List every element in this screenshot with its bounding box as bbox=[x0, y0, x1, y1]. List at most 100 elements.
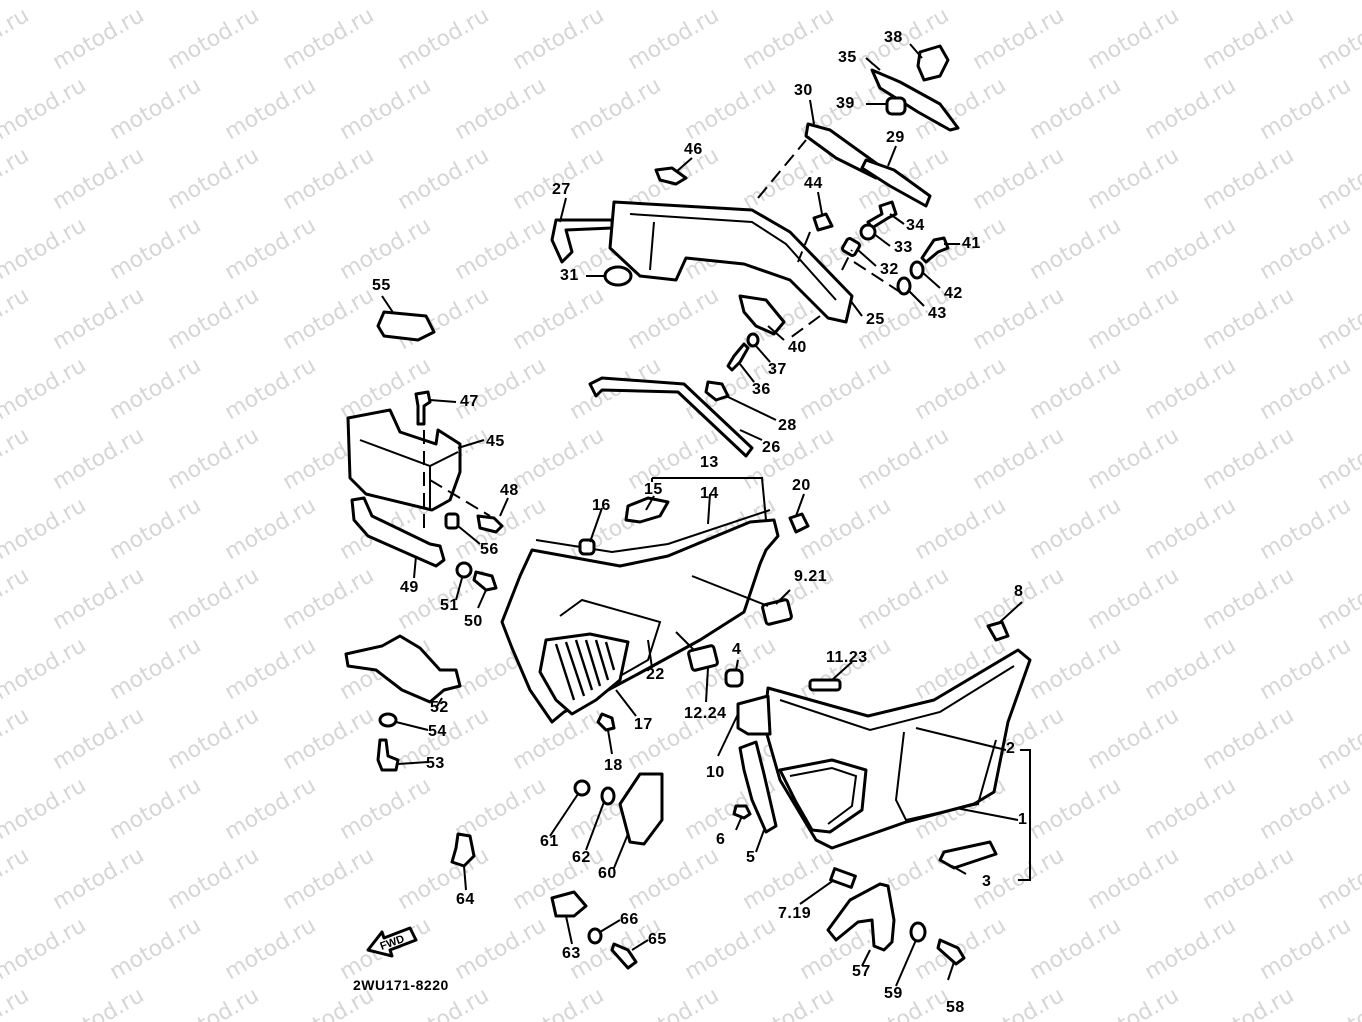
label-58: 58 bbox=[946, 999, 965, 1016]
part-55-bracket bbox=[376, 310, 436, 342]
label-29: 29 bbox=[886, 129, 905, 146]
part-27-stay bbox=[550, 218, 614, 264]
part-56-collar bbox=[444, 512, 460, 530]
label-46: 46 bbox=[684, 141, 703, 158]
label-5: 5 bbox=[746, 849, 756, 866]
part-4-grommet bbox=[724, 668, 744, 688]
part-59-washer bbox=[909, 921, 927, 943]
label-20: 20 bbox=[792, 477, 811, 494]
label-49: 49 bbox=[400, 579, 419, 596]
part-51-nut bbox=[455, 561, 473, 579]
label-30: 30 bbox=[794, 82, 813, 99]
label-56: 56 bbox=[480, 541, 499, 558]
part-31-grommet bbox=[603, 265, 633, 287]
label-15: 15 bbox=[644, 481, 663, 498]
part-61-bolt bbox=[573, 779, 591, 797]
label-42: 42 bbox=[944, 285, 963, 302]
part-20-grommet bbox=[788, 512, 810, 534]
label-13: 13 bbox=[700, 454, 719, 471]
label-60: 60 bbox=[598, 865, 617, 882]
part-66-washer bbox=[587, 927, 603, 945]
label-32: 32 bbox=[880, 261, 899, 278]
label-36: 36 bbox=[752, 381, 771, 398]
part-28-clamp bbox=[704, 380, 730, 402]
label-6: 6 bbox=[716, 831, 726, 848]
label-52: 52 bbox=[430, 699, 449, 716]
part-36-bolt bbox=[726, 342, 750, 372]
label-38: 38 bbox=[884, 29, 903, 46]
part-22-panel bbox=[559, 598, 662, 677]
part-8-grommet bbox=[986, 620, 1010, 642]
label-25: 25 bbox=[866, 311, 885, 328]
part-63-holder bbox=[550, 890, 588, 918]
diagram-code: 2WU171-8220 bbox=[353, 977, 449, 993]
part-62-washer bbox=[600, 786, 616, 806]
part-49-bracket bbox=[350, 496, 446, 568]
label-34: 34 bbox=[906, 217, 925, 234]
forward-direction-arrow: FWD bbox=[366, 924, 418, 965]
part-29-rubber-strip bbox=[860, 158, 932, 208]
label-4: 4 bbox=[732, 641, 742, 658]
part-39-collar bbox=[885, 96, 907, 116]
part-43-washer bbox=[896, 276, 912, 296]
label-2: 2 bbox=[1006, 740, 1016, 757]
label-10: 10 bbox=[706, 764, 725, 781]
label-66: 66 bbox=[620, 911, 639, 928]
arrow-icon: FWD bbox=[366, 926, 418, 958]
label-62: 62 bbox=[572, 849, 591, 866]
label-61: 61 bbox=[540, 833, 559, 850]
leader-lines bbox=[381, 43, 1031, 987]
part-38-damper bbox=[916, 44, 950, 82]
label-33: 33 bbox=[894, 239, 913, 256]
label-47: 47 bbox=[460, 393, 479, 410]
part-65-bolt bbox=[610, 942, 638, 970]
label-65: 65 bbox=[648, 931, 667, 948]
label-43: 43 bbox=[928, 305, 947, 322]
part-10-bracket bbox=[736, 694, 772, 736]
part-17-grille bbox=[538, 632, 630, 716]
label-9-21: 9.21 bbox=[794, 568, 828, 585]
label-22: 22 bbox=[646, 666, 665, 683]
label-35: 35 bbox=[838, 49, 857, 66]
label-39: 39 bbox=[836, 95, 855, 112]
label-55: 55 bbox=[372, 277, 391, 294]
label-59: 59 bbox=[884, 985, 903, 1002]
label-64: 64 bbox=[456, 891, 475, 908]
label-8: 8 bbox=[1014, 583, 1024, 600]
label-31: 31 bbox=[560, 267, 579, 284]
part-5-bracket bbox=[738, 740, 778, 834]
part-64-clamp bbox=[450, 832, 476, 868]
part-1-window bbox=[778, 758, 868, 834]
part-33-collar bbox=[859, 223, 877, 241]
part-44-nut bbox=[812, 212, 834, 232]
part-16-grommet bbox=[578, 538, 596, 556]
part-42-nut bbox=[909, 260, 925, 280]
part-12-24-emblem bbox=[687, 644, 719, 672]
label-18: 18 bbox=[604, 757, 623, 774]
part-54-nut bbox=[378, 712, 398, 728]
part-58-bolt bbox=[936, 938, 966, 966]
part-37-washer bbox=[746, 332, 760, 348]
part-60-cover bbox=[618, 772, 664, 846]
label-16: 16 bbox=[592, 497, 611, 514]
label-50: 50 bbox=[464, 613, 483, 630]
label-54: 54 bbox=[428, 723, 447, 740]
part-3-emblem bbox=[938, 840, 998, 870]
part-47-bolt bbox=[414, 390, 432, 426]
label-1: 1 bbox=[1018, 811, 1028, 828]
part-41-screw bbox=[920, 236, 950, 264]
part-52-bracket bbox=[344, 634, 462, 704]
part-18-screw bbox=[596, 712, 616, 732]
label-26: 26 bbox=[762, 439, 781, 456]
part-45-battery-box bbox=[346, 408, 462, 512]
part-11-23-emblem bbox=[808, 678, 842, 692]
label-48: 48 bbox=[500, 482, 519, 499]
part-25-top-cover bbox=[608, 200, 854, 324]
label-27: 27 bbox=[552, 181, 571, 198]
label-53: 53 bbox=[426, 755, 445, 772]
label-63: 63 bbox=[562, 945, 581, 962]
part-48-bolt bbox=[476, 514, 504, 534]
label-51: 51 bbox=[440, 597, 459, 614]
part-53-bolt bbox=[376, 738, 400, 772]
